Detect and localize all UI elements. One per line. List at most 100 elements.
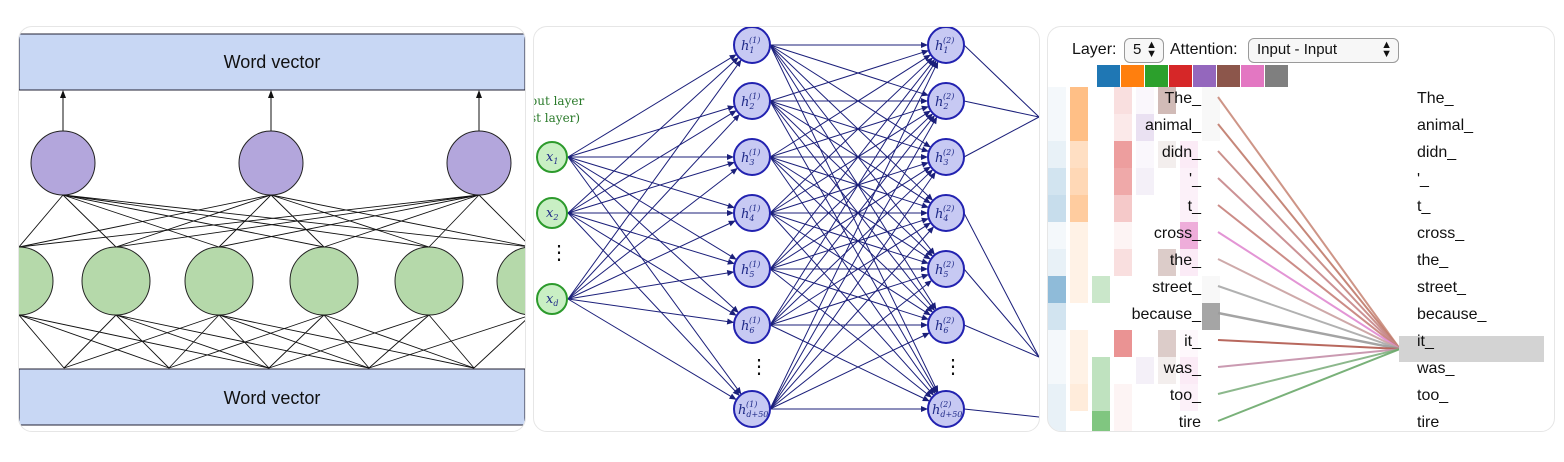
hidden-to-output-edge [270, 194, 430, 248]
left-token[interactable]: '_ [1189, 171, 1202, 188]
network-edge [769, 156, 932, 260]
right-token[interactable]: was_ [1416, 360, 1455, 377]
attention-heat-cell [1158, 141, 1176, 168]
hidden-node [81, 246, 151, 316]
arrowhead-icon [727, 258, 735, 265]
arrowhead-icon [727, 210, 734, 216]
hidden-to-output-edge [62, 194, 430, 248]
head-swatch[interactable] [1265, 65, 1288, 87]
layer-select[interactable]: 5 ▲▼ [1124, 38, 1164, 63]
arrowhead-icon [921, 314, 929, 321]
head-swatch[interactable] [1097, 65, 1120, 87]
layer1-node-superscript: (1) [749, 204, 760, 213]
arrowhead-icon [921, 202, 929, 209]
left-token[interactable]: was_ [1163, 360, 1202, 377]
attention-heat-cell [1092, 384, 1110, 411]
layer2-node [927, 27, 965, 64]
attention-heat-cell [1158, 249, 1176, 276]
attention-heat-cell [1092, 357, 1110, 384]
right-token[interactable]: The_ [1417, 90, 1455, 107]
right-token[interactable]: '_ [1417, 171, 1430, 188]
network-edge [769, 57, 934, 214]
right-token[interactable]: because_ [1417, 306, 1487, 323]
layer1-node [733, 250, 771, 288]
network-edges [567, 42, 1039, 418]
top-word-vector-label: Word vector [224, 52, 321, 72]
left-token[interactable]: didn_ [1162, 144, 1202, 161]
network-edge [769, 279, 933, 410]
network-edge [769, 273, 929, 326]
right-token[interactable]: animal_ [1417, 117, 1474, 134]
input-to-hidden-edge [63, 314, 220, 369]
right-token-list: The_ animal_ didn_ '_ t_ cross_ the_ street_bec… [1416, 90, 1487, 431]
left-token[interactable]: t_ [1188, 198, 1202, 215]
attention-heat-cell [1114, 222, 1132, 249]
arrowhead-icon [726, 270, 735, 276]
selected-token-highlight [1399, 336, 1544, 362]
head-swatch[interactable] [1193, 65, 1216, 87]
left-token[interactable]: too_ [1170, 387, 1202, 404]
arrowhead-icon [924, 280, 932, 287]
head-swatch[interactable] [1241, 65, 1264, 87]
left-token[interactable]: street_ [1152, 279, 1202, 296]
attention-heat-cell [1114, 249, 1132, 276]
input-to-hidden-edge [428, 314, 475, 369]
arrowhead-icon [732, 114, 740, 122]
attention-heat-cell [1136, 114, 1154, 141]
arrowhead-icon [927, 226, 934, 234]
network-edge [769, 100, 932, 204]
input-node [536, 197, 568, 229]
left-token[interactable]: tire [1179, 414, 1201, 431]
network-edge [769, 161, 929, 214]
attention-heat-cells [1048, 87, 1220, 431]
neural-network-diagram: out layer st layer) x1x2xd⋮h1(1)h2(1)h3(… [534, 27, 1039, 428]
network-edge [567, 53, 737, 158]
left-token[interactable]: animal_ [1145, 117, 1202, 134]
attention-heat-cell [1136, 141, 1154, 168]
input-to-hidden-edge [323, 314, 475, 369]
attention-label: Attention: [1170, 41, 1238, 58]
right-token[interactable]: t_ [1417, 198, 1431, 215]
right-token[interactable]: cross_ [1417, 225, 1465, 242]
head-swatch[interactable] [1121, 65, 1144, 87]
hidden-node [394, 246, 464, 316]
right-token[interactable]: too_ [1417, 387, 1449, 404]
left-token[interactable]: the_ [1170, 252, 1202, 269]
right-token[interactable]: didn_ [1417, 144, 1457, 161]
right-token[interactable]: it_ [1417, 333, 1435, 350]
head-swatch[interactable] [1217, 65, 1240, 87]
right-token[interactable]: the_ [1417, 252, 1449, 269]
arrowhead-icon [923, 197, 931, 204]
network-edge [769, 212, 929, 265]
input-to-hidden-edge [268, 314, 325, 369]
layer1-node-superscript: (1) [749, 36, 760, 45]
layer1-node [733, 306, 771, 344]
head-swatch[interactable] [1145, 65, 1168, 87]
input-to-hidden-edge [115, 314, 270, 369]
left-token[interactable]: cross_ [1154, 225, 1202, 242]
attention-lines [1217, 96, 1401, 422]
attention-line [1217, 348, 1401, 395]
arrowhead-icon [923, 309, 931, 316]
right-token[interactable]: tire [1417, 414, 1439, 431]
attention-heat-cell [1202, 303, 1220, 330]
attention-heat-cell [1180, 195, 1198, 222]
left-token[interactable]: The_ [1165, 90, 1203, 107]
arrowhead-icon [731, 57, 739, 65]
left-token[interactable]: it_ [1184, 333, 1202, 350]
attention-select[interactable]: Input - Input ▲▼ [1248, 38, 1399, 63]
layer1-node-superscript: (1) [746, 400, 757, 409]
layer2-node-superscript: (2) [943, 92, 954, 101]
input-to-hidden-edge [115, 314, 370, 369]
bottom-word-vector-label: Word vector [224, 388, 321, 408]
right-token[interactable]: street_ [1417, 279, 1467, 296]
arrowhead-icon [727, 161, 735, 168]
attention-heat-cell [1114, 114, 1132, 141]
network-edge [769, 166, 932, 270]
arrowhead-icon [932, 61, 939, 69]
left-token[interactable]: because_ [1132, 306, 1202, 323]
layer-select-value: 5 [1133, 41, 1142, 58]
network-edge [769, 116, 938, 410]
network-edge [567, 156, 742, 395]
head-swatch[interactable] [1169, 65, 1192, 87]
